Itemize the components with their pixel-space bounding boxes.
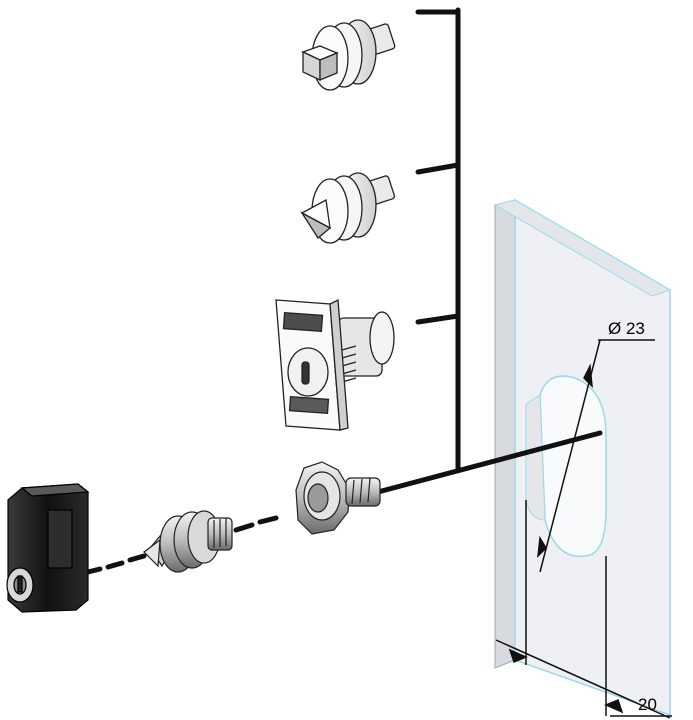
- mounting-panel: [493, 198, 672, 717]
- cam-insert: [143, 510, 233, 573]
- keyed-insert-with-escutcheon: [275, 298, 395, 431]
- width-dimension: [495, 500, 672, 719]
- diameter-label: Ø 23: [608, 319, 645, 338]
- triangle-drive-insert: [300, 172, 396, 244]
- brand-plate-top: [282, 312, 324, 332]
- keyway-slot: [301, 361, 310, 385]
- panel-cutout: [539, 375, 607, 558]
- threaded-nut: [295, 461, 381, 535]
- panel-top-edge: [493, 199, 672, 297]
- diameter-dimension: [537, 339, 655, 573]
- key-cylinder-housing: [6, 483, 90, 613]
- cam-point: [143, 538, 161, 568]
- threaded-body: [337, 311, 395, 383]
- brand-plate-bottom: [288, 395, 330, 415]
- options-bracket: [415, 7, 461, 473]
- width-label: 20: [638, 695, 657, 714]
- panel-side: [494, 199, 516, 669]
- square-drive-insert: [301, 19, 396, 91]
- assembly-axis: [85, 430, 603, 575]
